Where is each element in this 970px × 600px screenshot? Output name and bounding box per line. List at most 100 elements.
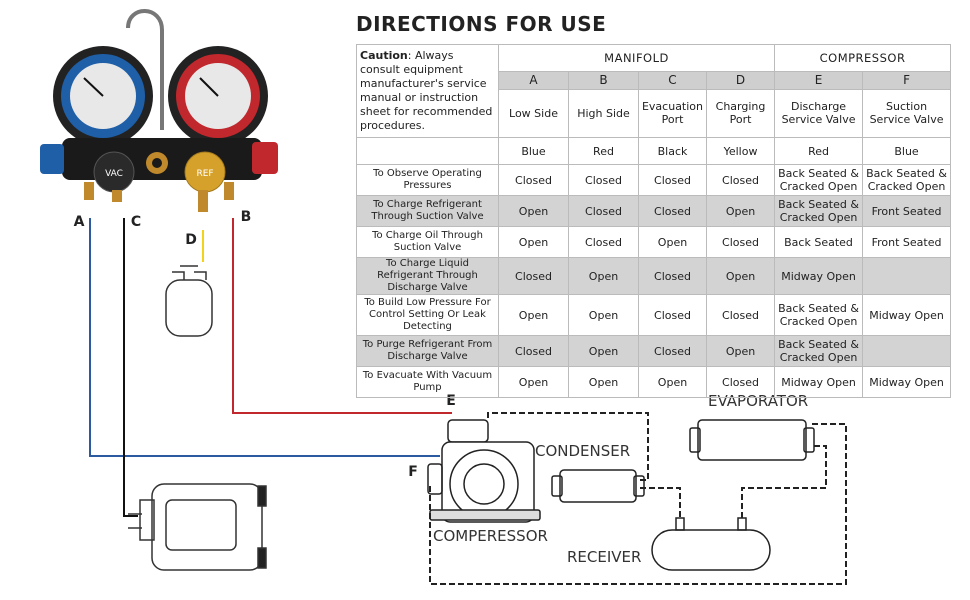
valve-setting-cell: Open [638, 366, 707, 398]
receiver-label: RECEIVER [567, 548, 641, 566]
knob-vac-label: VAC [105, 169, 123, 179]
valve-setting-cell: Closed [498, 257, 569, 295]
column-label: Discharge Service Valve [774, 88, 864, 139]
procedure-label: To Evacuate With Vacuum Pump [356, 366, 499, 398]
port-label-d: D [185, 232, 197, 248]
valve-setting-cell: Open [705, 195, 776, 227]
table-row: To Purge Refrigerant From Discharge Valv… [356, 335, 952, 367]
column-label: Suction Service Valve [862, 88, 952, 139]
valve-setting-cell: Closed [638, 294, 707, 336]
valve-setting-cell: Closed [568, 226, 639, 258]
column-color: Red [568, 137, 639, 165]
valve-setting-cell: Open [498, 195, 569, 227]
receiver [651, 517, 771, 571]
column-letter: A [498, 71, 569, 90]
red-hose-line [232, 218, 452, 414]
blue-hose-line [89, 218, 440, 457]
valve-setting-cell: Closed [498, 164, 569, 196]
valve-setting-cell [862, 257, 952, 295]
valve-setting-cell: Open [498, 226, 569, 258]
column-label: High Side [568, 88, 639, 139]
procedure-label: To Observe Operating Pressures [356, 164, 499, 196]
port-label-c: C [131, 214, 141, 230]
table-row: To Charge Liquid Refrigerant Through Dis… [356, 257, 952, 295]
evaporator [689, 419, 815, 461]
valve-setting-cell: Closed [705, 164, 776, 196]
valve-setting-cell: Closed [568, 164, 639, 196]
condenser-label: CONDENSER [535, 442, 630, 460]
procedure-label: To Purge Refrigerant From Discharge Valv… [356, 335, 499, 367]
table-row: To Charge Refrigerant Through Suction Va… [356, 195, 952, 227]
procedure-label: To Charge Oil Through Suction Valve [356, 226, 499, 258]
column-color: Blue [862, 137, 952, 165]
procedure-label: To Build Low Pressure For Control Settin… [356, 294, 499, 336]
valve-setting-cell: Open [638, 226, 707, 258]
table-row: To Build Low Pressure For Control Settin… [356, 294, 952, 336]
procedure-label: To Charge Liquid Refrigerant Through Dis… [356, 257, 499, 295]
valve-setting-cell: Midway Open [774, 257, 864, 295]
valve-setting-cell: Closed [705, 294, 776, 336]
valve-setting-cell: Front Seated [862, 195, 952, 227]
valve-setting-cell: Open [705, 335, 776, 367]
directions-table: Caution: Always consult equipment manufa… [356, 43, 952, 398]
valve-setting-cell: Open [568, 257, 639, 295]
valve-setting-cell: Closed [705, 366, 776, 398]
valve-setting-cell: Midway Open [774, 366, 864, 398]
column-label: Low Side [498, 88, 569, 139]
column-color: Black [638, 137, 707, 165]
refrigerant-piping [429, 412, 847, 585]
valve-setting-cell: Back Seated [774, 226, 864, 258]
vacuum-pump [128, 483, 267, 571]
valve-setting-cell: Back Seated & Cracked Open [862, 164, 952, 196]
valve-setting-cell: Closed [638, 335, 707, 367]
port-label-b: B [241, 209, 252, 225]
column-letter: C [638, 71, 707, 90]
valve-setting-cell: Front Seated [862, 226, 952, 258]
port-label-f: F [408, 464, 418, 480]
column-letter: E [774, 71, 864, 90]
valve-setting-cell: Back Seated & Cracked Open [774, 335, 864, 367]
valve-setting-cell: Closed [638, 164, 707, 196]
port-label-e: E [446, 393, 456, 409]
page-title: DIRECTIONS FOR USE [356, 12, 607, 36]
valve-setting-cell: Closed [705, 226, 776, 258]
valve-setting-cell: Open [568, 294, 639, 336]
refrigerant-bottle [165, 265, 213, 337]
knob-ref-label: REF [196, 169, 213, 179]
column-color: Blue [498, 137, 569, 165]
column-label: Charging Port [705, 88, 776, 139]
valve-setting-cell: Open [498, 366, 569, 398]
column-color: Red [774, 137, 864, 165]
column-color: Yellow [705, 137, 776, 165]
valve-setting-cell: Back Seated & Cracked Open [774, 195, 864, 227]
valve-setting-cell: Open [705, 257, 776, 295]
port-label-a: A [74, 214, 85, 230]
compressor [427, 419, 541, 523]
column-letter: B [568, 71, 639, 90]
procedure-label: To Charge Refrigerant Through Suction Va… [356, 195, 499, 227]
valve-setting-cell: Closed [638, 195, 707, 227]
valve-setting-cell [862, 335, 952, 367]
manifold-gauge-set [40, 9, 278, 212]
blank-cell [356, 137, 499, 165]
group-manifold: MANIFOLD [497, 43, 776, 73]
group-compressor: COMPRESSOR [774, 43, 952, 73]
valve-setting-cell: Closed [498, 335, 569, 367]
column-letter: F [862, 71, 952, 90]
compressor-label: COMPERESSOR [433, 527, 548, 545]
hook-icon [126, 9, 164, 130]
red-valve-knob [252, 142, 278, 174]
valve-setting-cell: Open [568, 335, 639, 367]
valve-setting-cell: Midway Open [862, 294, 952, 336]
valve-setting-cell: Open [498, 294, 569, 336]
valve-setting-cell: Midway Open [862, 366, 952, 398]
blue-valve-knob [40, 144, 64, 174]
valve-setting-cell: Back Seated & Cracked Open [774, 294, 864, 336]
column-letter: D [705, 71, 776, 90]
caution-note: Caution: Always consult equipment manufa… [356, 44, 499, 138]
